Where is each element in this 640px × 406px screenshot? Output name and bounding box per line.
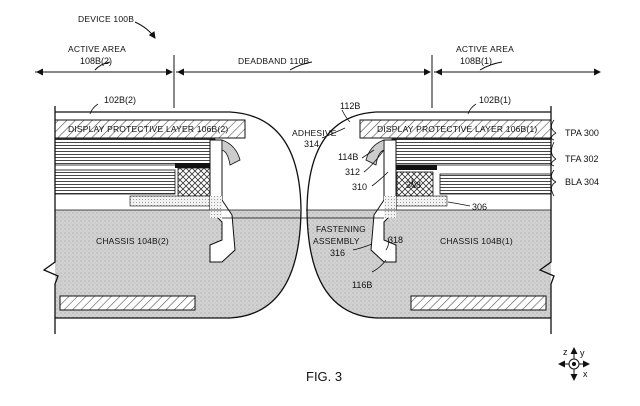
label-adhesive-ref: 314 [304, 139, 319, 149]
left-device-section [42, 106, 302, 334]
dimension-lines [35, 21, 601, 108]
label-active-area-left-title: ACTIVE AREA [68, 44, 126, 54]
label-deadband: DEADBAND 110B [238, 56, 310, 66]
label-fastening-ref: 316 [330, 248, 345, 258]
label-display-layer-left: DISPLAY PROTECTIVE LAYER 106B(2) [68, 124, 228, 134]
label-312: 312 [345, 167, 360, 177]
label-114b: 114B [338, 152, 358, 162]
label-tpa: TPA 300 [565, 128, 599, 138]
labels: DEVICE 100B ACTIVE AREA 108B(2) DEADBAND… [68, 14, 599, 384]
label-310: 310 [352, 182, 367, 192]
axis-x-label: x [583, 369, 588, 379]
label-active-area-left-ref: 108B(2) [80, 56, 112, 66]
label-active-area-right-ref: 108B(1) [460, 56, 492, 66]
label-housing-left: 102B(2) [104, 95, 136, 105]
label-tfa: TFA 302 [565, 154, 599, 164]
right-device-section [306, 106, 555, 334]
axis-y-label: y [580, 348, 585, 358]
label-fastening-title: FASTENING [316, 224, 366, 234]
label-chassis-right: CHASSIS 104B(1) [440, 236, 513, 246]
label-adhesive-title: ADHESIVE [292, 128, 337, 138]
label-fastening-sub: ASSEMBLY [313, 236, 360, 246]
label-display-layer-right: DISPLAY PROTECTIVE LAYER 106B(1) [377, 124, 537, 134]
label-bla: BLA 304 [565, 177, 599, 187]
label-318: 318 [388, 235, 403, 245]
axes-indicator-icon: z y x [558, 347, 590, 381]
axis-z-label: z [563, 347, 568, 357]
label-device: DEVICE 100B [78, 14, 134, 24]
label-hinge: 112B [340, 101, 360, 111]
label-306: 306 [472, 202, 487, 212]
label-116b: 116B [352, 280, 372, 290]
label-chassis-left: CHASSIS 104B(2) [96, 236, 169, 246]
label-308: 308 [406, 180, 421, 190]
label-housing-right: 102B(1) [479, 95, 511, 105]
label-active-area-right-title: ACTIVE AREA [456, 44, 514, 54]
leader-lines [89, 103, 557, 273]
figure-caption: FIG. 3 [306, 369, 342, 384]
